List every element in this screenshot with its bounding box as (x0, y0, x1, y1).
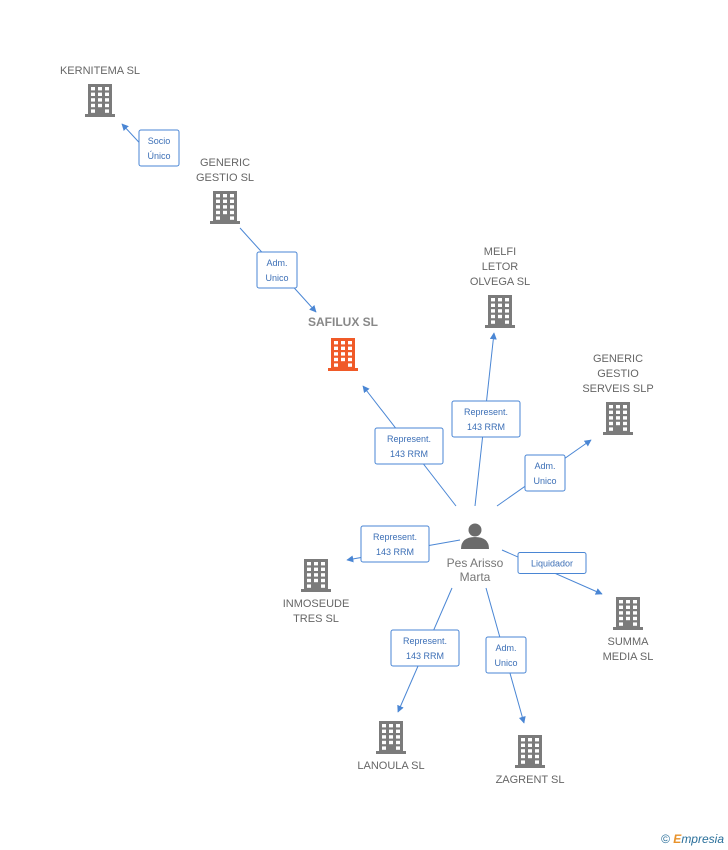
building-icon (613, 597, 643, 630)
company-name: SERVEIS SLP (582, 383, 653, 395)
empresia-watermark[interactable]: © Empresia (661, 832, 724, 846)
edge-label-text: Adm. (266, 258, 287, 268)
company-name: GENERIC (200, 157, 250, 169)
company-name: GESTIO (597, 368, 639, 380)
edge-label-text: Unico (533, 476, 556, 486)
company-name: OLVEGA SL (470, 276, 530, 288)
copyright-symbol: © (661, 832, 670, 846)
company-node[interactable]: GENERIC GESTIO SL (196, 157, 254, 224)
edge-label-box (138, 129, 180, 167)
edge-label-text: Único (147, 151, 170, 161)
building-icon (328, 338, 358, 371)
company-node[interactable]: MELFI LETOR OLVEGA SL (470, 246, 530, 328)
company-node[interactable]: INMOSEUDE TRES SL (283, 559, 350, 625)
relation-edge[interactable]: Represent. 143 RRM (451, 332, 521, 507)
company-node[interactable]: SAFILUX SL (308, 315, 378, 371)
edge-label-box (451, 400, 521, 438)
relation-edge[interactable]: Represent. 143 RRM (346, 525, 461, 563)
nodes-layer: KERNITEMA SL GENERIC GESTIO SL SAFILUX SL ME… (60, 65, 654, 786)
edge-label-text: Represent. (387, 434, 431, 444)
edge-label-box (517, 552, 587, 574)
edge-label-text: Adm. (495, 643, 516, 653)
building-icon (301, 559, 331, 592)
edge-label-box (374, 427, 444, 465)
relation-edge[interactable]: Liquidador (501, 549, 603, 595)
company-node[interactable]: KERNITEMA SL (60, 65, 140, 117)
company-name: GENERIC (593, 353, 643, 365)
company-name: INMOSEUDE (283, 598, 350, 610)
edge-label-text: Adm. (534, 461, 555, 471)
edge-label-text: 143 RRM (406, 651, 444, 661)
company-node[interactable]: SUMMA MEDIA SL (603, 597, 654, 663)
edge-label-box (360, 525, 430, 563)
company-name: LANOULA SL (357, 760, 424, 772)
edge-label-text: Represent. (373, 532, 417, 542)
building-icon (376, 721, 406, 754)
edge-label-box (390, 629, 460, 667)
edge-label-box (524, 454, 566, 492)
building-icon (515, 735, 545, 768)
edge-label-text: 143 RRM (390, 449, 428, 459)
company-name: GESTIO SL (196, 172, 254, 184)
relation-edge[interactable]: Adm. Unico (239, 227, 317, 313)
building-icon (85, 84, 115, 117)
relation-edge[interactable]: Adm. Unico (496, 439, 592, 507)
company-name: MEDIA SL (603, 651, 654, 663)
company-node[interactable]: GENERIC GESTIO SERVEIS SLP (582, 353, 654, 435)
company-node[interactable]: LANOULA SL (357, 721, 425, 772)
edge-label-text: Represent. (403, 636, 447, 646)
edge-label-text: Unico (494, 658, 517, 668)
company-name: TRES SL (293, 613, 339, 625)
edge-label-box (485, 636, 527, 674)
edge-label-text: Unico (265, 273, 288, 283)
edge-label-text: 143 RRM (376, 547, 414, 557)
company-name: SUMMA (608, 636, 650, 648)
person-name: Marta (460, 570, 491, 584)
relation-edge[interactable]: Adm. Unico (485, 587, 527, 724)
edge-label-text: 143 RRM (467, 422, 505, 432)
company-name: MELFI (484, 246, 516, 258)
company-name: ZAGRENT SL (496, 774, 565, 786)
company-name: SAFILUX SL (308, 315, 378, 329)
company-node[interactable]: ZAGRENT SL (496, 735, 565, 786)
edge-label-box (256, 251, 298, 289)
building-icon (485, 295, 515, 328)
edge-label-text: Socio (148, 136, 171, 146)
edge-label-text: Represent. (464, 407, 508, 417)
relation-edge[interactable]: Represent. 143 RRM (362, 385, 457, 507)
brand-logo: Empresia (673, 832, 724, 846)
company-name: LETOR (482, 261, 519, 273)
person-icon (461, 523, 489, 549)
building-icon (210, 191, 240, 224)
person-name: Pes Arisso (447, 556, 504, 570)
edge-label-text: Liquidador (531, 559, 573, 569)
building-icon (603, 402, 633, 435)
company-name: KERNITEMA SL (60, 65, 140, 77)
relation-edge[interactable]: Represent. 143 RRM (390, 587, 460, 713)
